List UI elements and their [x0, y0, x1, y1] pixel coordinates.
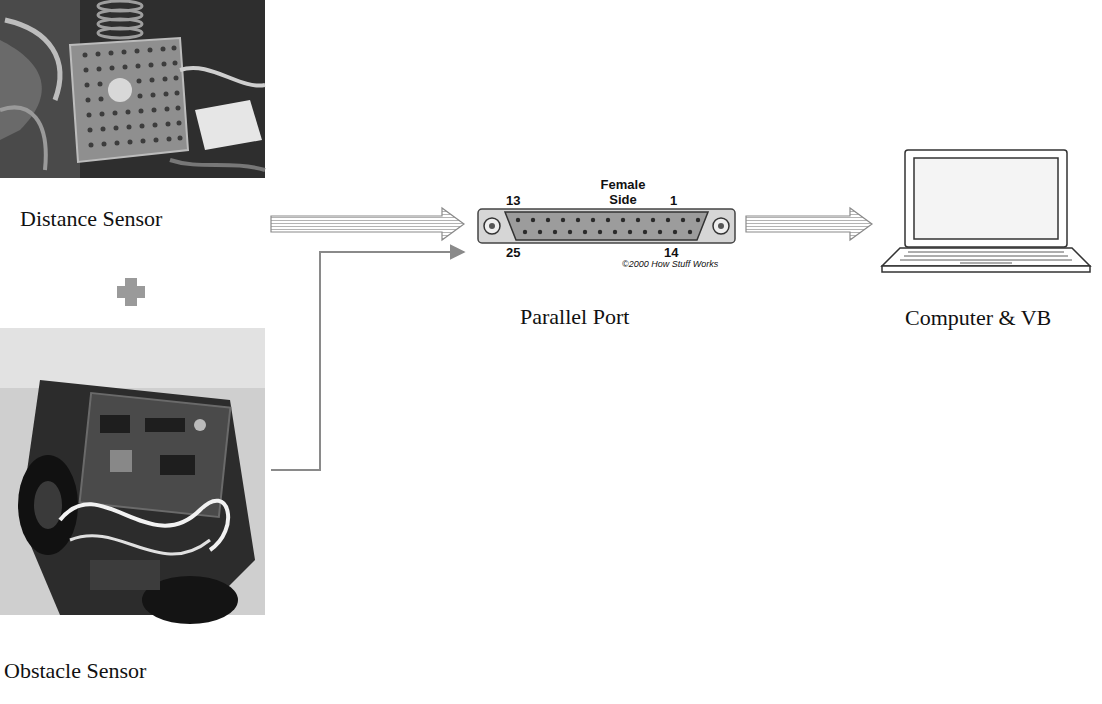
sensor-node: Computer & VB: [878, 145, 1092, 335]
pin-number: 13: [506, 193, 520, 208]
obstacle-sensor-photo: [0, 328, 265, 624]
laptop-drawing: [882, 150, 1090, 272]
caption-text: Computer & VB: [905, 305, 1051, 331]
block-arrow: [271, 208, 464, 240]
pin-number: 1: [670, 193, 677, 208]
sensor-node: Obstacle Sensor: [0, 328, 265, 700]
merge-line: [271, 252, 464, 470]
plus-sign: [117, 278, 145, 306]
sensor-node: Distance Sensor: [0, 0, 265, 250]
connector-side-label: Female Side: [592, 177, 654, 207]
block-arrow: [746, 208, 872, 240]
caption-text: Parallel Port: [520, 304, 629, 330]
caption-text: Distance Sensor: [20, 206, 162, 232]
distance-sensor-photo: [0, 0, 265, 178]
pin-number: 25: [506, 245, 520, 260]
pin-number: 14: [664, 245, 678, 260]
copyright-note: ©2000 How Stuff Works: [622, 259, 718, 270]
parallel-port-connector: [478, 209, 735, 243]
caption-text: Obstacle Sensor: [4, 658, 146, 684]
